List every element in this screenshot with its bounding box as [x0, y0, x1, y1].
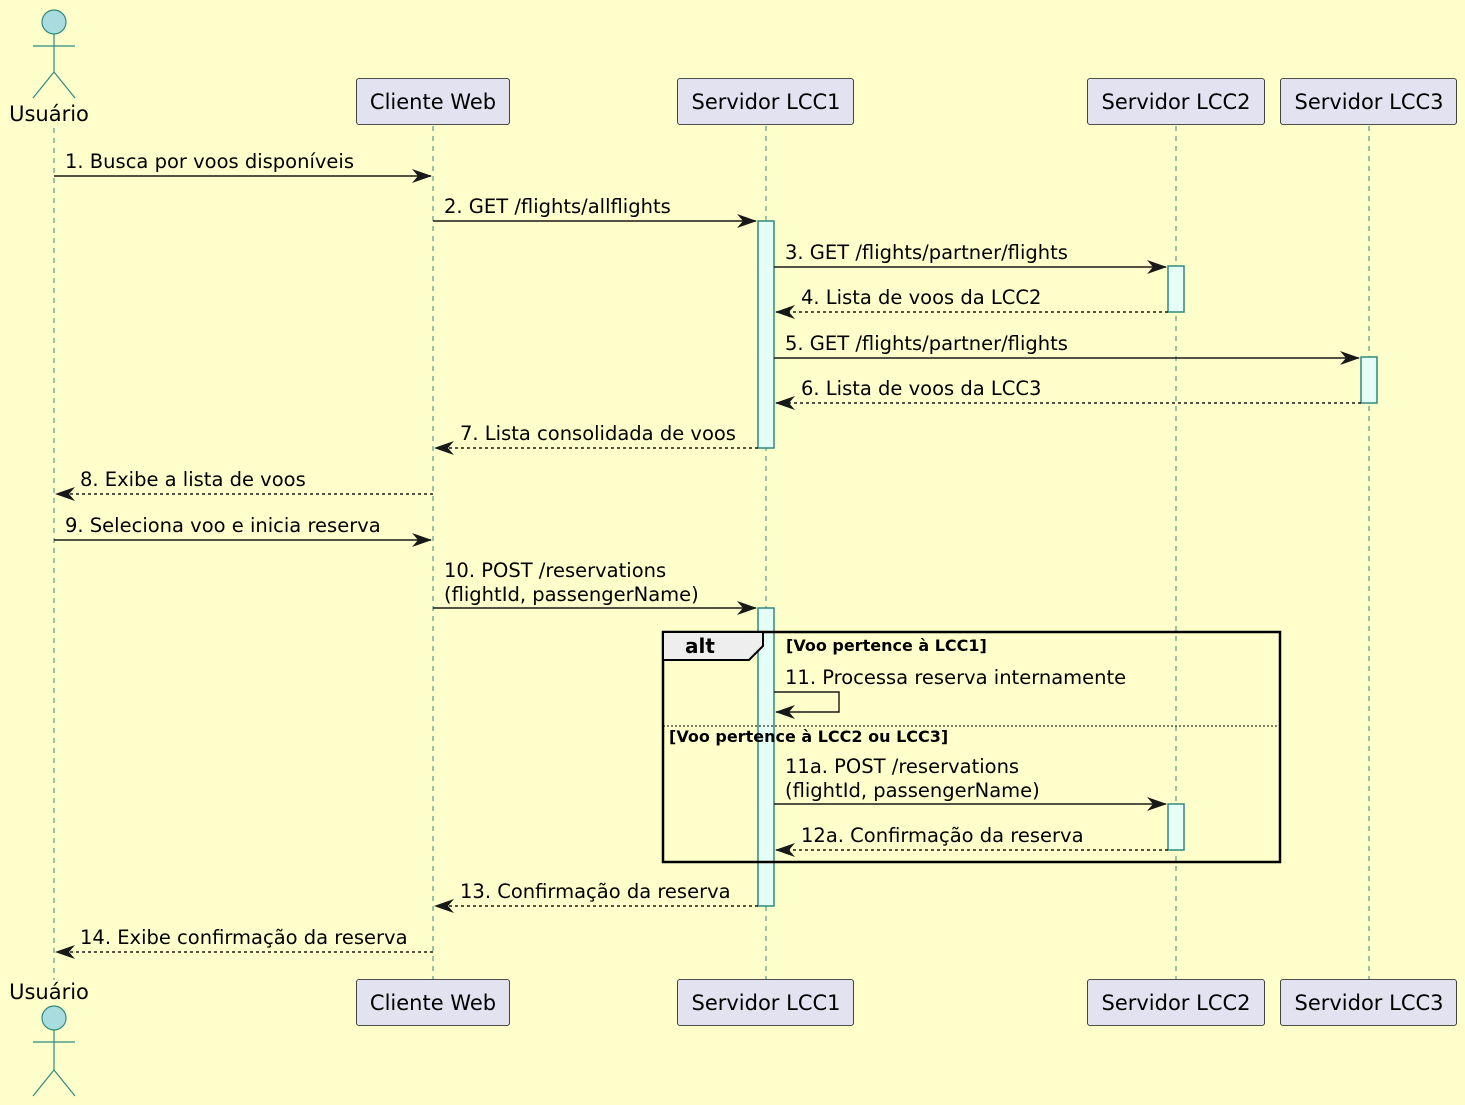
message-label: 14. Exibe confirmação da reserva — [80, 926, 408, 949]
participant-lcc2-bottom: Servidor LCC2 — [1087, 979, 1265, 1026]
participant-lcc1-bottom: Servidor LCC1 — [677, 979, 854, 1026]
message-4: 4. Lista de voos da LCC2 — [775, 286, 1168, 319]
participant-lcc1-top: Servidor LCC1 — [677, 78, 854, 125]
alt-frame — [661, 630, 1282, 864]
message-label-line1: 11a. POST /reservations — [785, 755, 1019, 778]
participant-label: Servidor LCC3 — [1294, 991, 1443, 1015]
message-7: 7. Lista consolidada de voos — [434, 422, 758, 455]
message-6: 6. Lista de voos da LCC3 — [775, 377, 1361, 410]
actor-usuario-bottom: Usuário — [9, 980, 89, 1097]
participant-label: Cliente Web — [370, 90, 496, 114]
participant-label: Servidor LCC2 — [1101, 991, 1250, 1015]
messages: 1. Busca por voos disponíveis 2. GET /fl… — [54, 150, 1361, 959]
message-label: 3. GET /flights/partner/flights — [785, 241, 1068, 264]
alt-keyword: alt — [685, 634, 715, 658]
actor-usuario-top: Usuário — [9, 9, 89, 126]
message-10: 10. POST /reservations (flightId, passen… — [433, 559, 757, 615]
participant-label: Cliente Web — [370, 991, 496, 1015]
alt-tab — [662, 631, 764, 661]
participant-cliente-bottom: Cliente Web — [356, 979, 510, 1026]
message-label: 11. Processa reserva internamente — [785, 666, 1126, 689]
actor-label: Usuário — [9, 102, 89, 126]
participant-label: Servidor LCC1 — [691, 90, 840, 114]
activation-lcc3-search — [1360, 356, 1378, 404]
message-label: 4. Lista de voos da LCC2 — [801, 286, 1041, 309]
actor-label: Usuário — [9, 980, 89, 1004]
participant-label: Servidor LCC3 — [1294, 90, 1443, 114]
participant-label: Servidor LCC1 — [691, 991, 840, 1015]
activation-lcc2-reserve — [1167, 803, 1185, 851]
message-5: 5. GET /flights/partner/flights — [774, 332, 1360, 365]
message-label: 5. GET /flights/partner/flights — [785, 332, 1068, 355]
message-label: 1. Busca por voos disponíveis — [65, 150, 354, 173]
message-11a: 11a. POST /reservations (flightId, passe… — [774, 755, 1167, 811]
participant-label: Servidor LCC2 — [1101, 90, 1250, 114]
guard-first: [Voo pertence à LCC1] — [786, 636, 987, 655]
actor-head-icon — [41, 9, 67, 35]
message-label-line2: (flightId, passengerName) — [444, 583, 699, 606]
alt-fragment: alt [Voo pertence à LCC1] [Voo pertence … — [661, 630, 1282, 864]
message-label: 8. Exibe a lista de voos — [80, 468, 306, 491]
lifelines — [53, 126, 1370, 980]
activation-lcc2-search — [1167, 265, 1185, 313]
activation-lcc1-search — [757, 220, 775, 449]
message-1: 1. Busca por voos disponíveis — [54, 150, 432, 183]
message-label: 6. Lista de voos da LCC3 — [801, 377, 1041, 400]
message-8: 8. Exibe a lista de voos — [55, 468, 433, 501]
message-13: 13. Confirmação da reserva — [434, 880, 758, 913]
guard-second: [Voo pertence à LCC2 ou LCC3] — [669, 727, 948, 746]
message-11: 11. Processa reserva internamente — [774, 666, 1126, 719]
activations — [757, 220, 1378, 907]
message-label: 13. Confirmação da reserva — [460, 880, 731, 903]
message-label-line2: (flightId, passengerName) — [785, 779, 1040, 802]
message-3: 3. GET /flights/partner/flights — [774, 241, 1167, 274]
message-label: 2. GET /flights/allflights — [444, 195, 671, 218]
participant-cliente-top: Cliente Web — [356, 78, 510, 125]
message-label: 9. Seleciona voo e inicia reserva — [65, 514, 381, 537]
message-9: 9. Seleciona voo e inicia reserva — [54, 514, 432, 547]
message-2: 2. GET /flights/allflights — [433, 195, 757, 228]
message-14: 14. Exibe confirmação da reserva — [55, 926, 433, 959]
message-12a: 12a. Confirmação da reserva — [775, 824, 1168, 857]
message-label-line1: 10. POST /reservations — [444, 559, 666, 582]
participant-lcc2-top: Servidor LCC2 — [1087, 78, 1265, 125]
message-label: 7. Lista consolidada de voos — [460, 422, 736, 445]
participant-lcc3-top: Servidor LCC3 — [1280, 78, 1457, 125]
participants-top: Usuário Cliente Web Servidor LCC1 Servid… — [9, 9, 1457, 126]
message-label: 12a. Confirmação da reserva — [801, 824, 1084, 847]
participant-lcc3-bottom: Servidor LCC3 — [1280, 979, 1457, 1026]
actor-head-icon — [41, 1005, 67, 1031]
participants-bottom: Usuário Cliente Web Servidor LCC1 Servid… — [9, 979, 1457, 1097]
activation-lcc1-reserve — [757, 607, 775, 907]
